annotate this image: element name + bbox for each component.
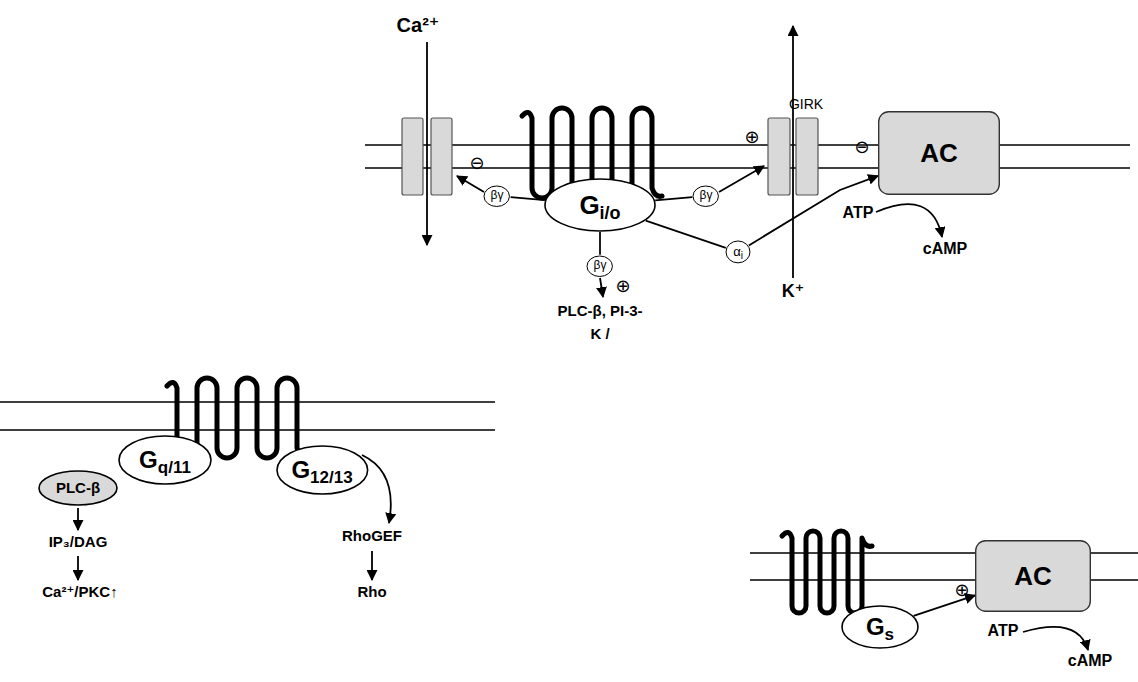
receptor-serpentine xyxy=(782,531,872,613)
signal-label: IP₃/DAG xyxy=(49,533,108,550)
signal-arrow xyxy=(77,508,79,530)
signal-arrow xyxy=(876,204,942,237)
outline-ellipse xyxy=(726,241,750,263)
node-label: αi xyxy=(733,245,743,259)
activation-connector xyxy=(599,232,601,255)
subscript: 12/13 xyxy=(310,468,353,487)
node-label: βγ xyxy=(700,189,713,202)
signal-label: Rho xyxy=(357,583,386,600)
node-label: Gq/11 xyxy=(139,447,191,473)
activation-connector xyxy=(749,176,878,246)
node-label: AC xyxy=(1014,562,1052,591)
protein-ellipse: βγ xyxy=(586,255,613,277)
outline-rect xyxy=(879,112,1000,195)
node-label: βγ xyxy=(491,189,504,202)
protein-ellipse: Gq/11 xyxy=(118,435,212,485)
signal-label: cAMP xyxy=(923,240,967,258)
node-label: PLC-β xyxy=(56,480,100,497)
outline-ellipse xyxy=(484,186,509,206)
signal-arrow xyxy=(719,166,764,192)
protein-ellipse: PLC-β xyxy=(38,470,118,506)
subscript: i/o xyxy=(600,203,621,223)
membrane-line xyxy=(0,429,495,431)
outline-ellipse xyxy=(39,471,117,505)
signal-label: ATP xyxy=(843,204,874,222)
signal-arrow xyxy=(1023,627,1088,650)
effect-sign: GIRK xyxy=(789,96,823,112)
signal-label: Ca²⁺/PKC↑ xyxy=(42,583,117,600)
activation-connector xyxy=(655,197,692,200)
effect-sign: ⊕ xyxy=(615,276,630,297)
signal-arrow xyxy=(371,551,373,580)
channel-subunit xyxy=(768,118,790,195)
node-label: AC xyxy=(920,139,958,168)
activation-connector xyxy=(511,197,545,200)
protein-ellipse: Gs xyxy=(841,605,919,649)
signal-label: cAMP xyxy=(1068,652,1112,670)
protein-ellipse: G12/13 xyxy=(276,445,369,495)
outline-ellipse xyxy=(545,179,655,231)
outline-ellipse xyxy=(587,256,612,276)
membrane-line xyxy=(0,401,495,403)
subscript: i xyxy=(741,250,743,261)
subscript: s xyxy=(885,625,894,644)
outline-ellipse xyxy=(119,436,211,484)
node-label: βγ xyxy=(594,259,607,272)
outline-ellipse xyxy=(842,606,918,648)
channel-subunit xyxy=(796,118,818,195)
channel-subunit xyxy=(431,118,452,195)
protein-ellipse: Gi/o xyxy=(544,178,656,232)
signal-label: Ca²⁺ xyxy=(397,14,440,37)
outline-ellipse xyxy=(693,186,718,206)
signal-label: K⁺ xyxy=(782,281,805,302)
enzyme-box: AC xyxy=(975,540,1091,612)
signal-label: ATP xyxy=(988,622,1019,640)
protein-ellipse: βγ xyxy=(692,185,719,207)
activation-connector xyxy=(646,221,726,248)
outline-ellipse xyxy=(277,446,368,494)
effect-sign: ⊕ xyxy=(954,580,969,601)
signal-label: RhoGEF xyxy=(342,527,402,544)
channel-subunit xyxy=(402,118,423,195)
node-label: Gi/o xyxy=(579,191,620,220)
subscript: q/11 xyxy=(158,458,191,477)
signal-arrow xyxy=(600,278,603,297)
outline-rect xyxy=(976,541,1091,612)
enzyme-box: AC xyxy=(878,111,1000,195)
signal-label: PLC-β, PI-3-K / xyxy=(554,300,646,345)
effect-sign: ⊕ xyxy=(744,127,759,148)
effect-sign: ⊖ xyxy=(854,137,869,158)
effect-sign: ⊖ xyxy=(469,153,484,174)
signal-arrow xyxy=(77,556,79,580)
node-label: G12/13 xyxy=(291,457,352,483)
signal-arrow xyxy=(792,26,794,278)
node-label: Gs xyxy=(866,614,894,640)
protein-ellipse: αi xyxy=(725,240,751,264)
protein-ellipse: βγ xyxy=(483,185,510,207)
signal-arrow xyxy=(457,176,484,192)
signal-arrow xyxy=(426,42,428,245)
